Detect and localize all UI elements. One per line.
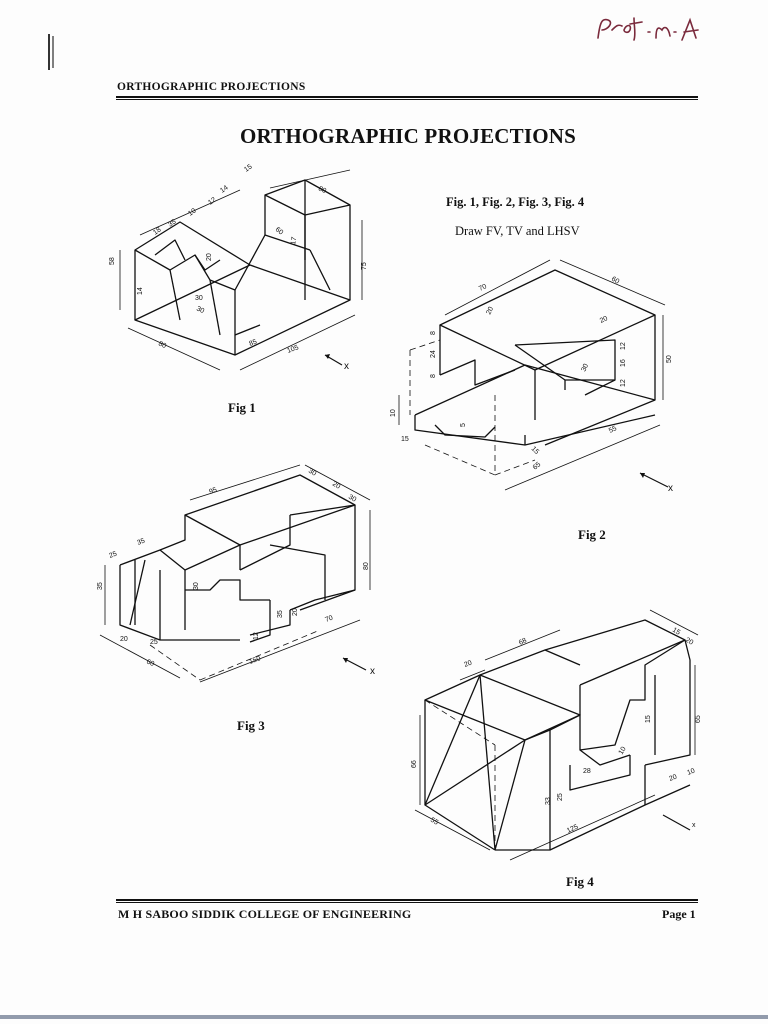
figure-4-dims: 68 15 20 20 66 15 65 10 28 33 25 20 10 5… [411, 627, 702, 835]
dim-label: 55 [608, 425, 618, 435]
footer-rule [116, 899, 698, 901]
dim-label: 15 [530, 445, 541, 456]
dim-label: 30 [195, 305, 205, 315]
dim-label: 70 [324, 615, 334, 624]
instruction-text: Draw FV, TV and LHSV [455, 224, 580, 238]
dim-label: 12 [253, 632, 260, 640]
dim-label: 12 [620, 342, 627, 350]
dim-label: 18 [152, 226, 162, 236]
figure-1-drawing: 15 14 12 35 10 18 58 14 80 20 30 30 60 1… [109, 163, 368, 372]
dim-label: x [692, 822, 696, 829]
figure-2-caption: Fig 2 [578, 527, 606, 542]
dim-label: 80 [317, 185, 327, 195]
dim-label: 30 [195, 295, 203, 302]
header-label: ORTHOGRAPHIC PROJECTIONS [117, 81, 306, 93]
dim-label: 85 [248, 339, 258, 348]
dim-label: 35 [136, 538, 146, 547]
footer-page-number: Page 1 [662, 907, 696, 921]
dim-label: 95 [208, 487, 218, 496]
dim-label: 70 [478, 283, 488, 293]
figure-2-drawing: 70 20 60 20 8 24 8 12 16 12 50 30 10 15 … [390, 259, 673, 494]
dim-label: 10 [187, 207, 197, 217]
dim-label: 20 [463, 660, 473, 669]
dim-label: x [668, 483, 673, 494]
dim-label: 105 [286, 344, 299, 355]
dim-label: 16 [620, 359, 627, 367]
dim-label: 35 [277, 610, 284, 618]
dim-label: 25 [557, 793, 564, 801]
figure-4-drawing: 68 15 20 20 66 15 65 10 28 33 25 20 10 5… [411, 609, 702, 861]
dim-label: 15 [243, 163, 253, 173]
figure-list: Fig. 1, Fig. 2, Fig. 3, Fig. 4 [446, 195, 585, 209]
footer-college: M H SABOO SIDDIK COLLEGE OF ENGINEERING [118, 907, 412, 921]
dim-label: 15 [671, 627, 681, 637]
dim-label: 20 [684, 637, 694, 647]
figure-2-dims: 70 20 60 20 8 24 8 12 16 12 50 30 10 15 … [390, 276, 673, 494]
dim-label: 5 [460, 423, 467, 427]
dim-label: 35 [167, 218, 177, 228]
dim-label: 30 [580, 363, 590, 373]
dim-label: 60 [610, 276, 620, 286]
figure-1-caption: Fig 1 [228, 400, 256, 415]
dim-label: 30 [347, 494, 357, 504]
dim-label: 12 [207, 196, 217, 206]
dim-label: 20 [331, 481, 341, 491]
figure-3-drawing: 95 30 20 30 25 35 35 30 80 35 20 25 12 7… [97, 464, 375, 683]
dim-label: 12 [620, 379, 627, 387]
figure-1-dims: 15 14 12 35 10 18 58 14 80 20 30 30 60 1… [109, 163, 368, 372]
dim-label: 68 [518, 637, 528, 647]
dim-label: 14 [219, 184, 229, 194]
dim-label: 20 [485, 306, 495, 316]
figure-3-dims: 95 30 20 30 25 35 35 30 80 35 20 25 12 7… [97, 468, 375, 677]
dim-label: 60 [274, 226, 285, 236]
handwritten-signature [597, 17, 699, 41]
dim-label: 15 [401, 436, 409, 443]
dim-label: 25 [150, 639, 158, 646]
dim-label: x [344, 361, 349, 372]
dim-label: x [370, 666, 375, 677]
dim-label: 150 [248, 655, 261, 666]
dim-label: 24 [430, 350, 437, 358]
dim-label: 50 [666, 355, 673, 363]
dim-label: 125 [566, 823, 580, 834]
dim-label: 10 [686, 768, 696, 777]
dim-label: 15 [645, 715, 652, 723]
dim-label: 80 [363, 562, 370, 570]
dim-label: 28 [583, 768, 591, 775]
dim-label: 25 [108, 551, 118, 560]
dim-label: 58 [109, 257, 116, 265]
footer-rule-thin [116, 902, 698, 903]
dim-label: 65 [532, 461, 543, 471]
figure-3-caption: Fig 3 [237, 718, 265, 733]
dim-label: 66 [411, 760, 418, 768]
dim-label: 20 [120, 636, 128, 643]
dim-label: 75 [361, 262, 368, 270]
dim-label: 33 [545, 797, 552, 805]
dim-label: 8 [430, 374, 437, 378]
dim-label: 60 [145, 658, 155, 668]
scan-edge-line [0, 1015, 768, 1019]
dim-label: 20 [292, 608, 299, 616]
dim-label: 30 [307, 468, 317, 478]
pen-mark [48, 34, 54, 70]
dim-label: 20 [599, 315, 609, 325]
page-title: ORTHOGRAPHIC PROJECTIONS [239, 124, 576, 148]
dim-label: 8 [430, 331, 437, 335]
dim-label: 55 [429, 817, 439, 827]
dim-label: 17 [290, 236, 298, 245]
figure-4-caption: Fig 4 [566, 874, 594, 889]
header-rule [116, 96, 698, 98]
dim-label: 10 [390, 409, 397, 417]
dim-label: 80 [157, 340, 167, 350]
header-rule-thin [116, 99, 698, 100]
dim-label: 20 [668, 774, 678, 783]
dim-label: 30 [193, 582, 200, 590]
dim-label: 65 [695, 715, 702, 723]
dim-label: 20 [206, 253, 213, 261]
dim-label: 10 [618, 746, 628, 756]
dim-label: 35 [97, 582, 104, 590]
dim-label: 14 [137, 287, 144, 295]
